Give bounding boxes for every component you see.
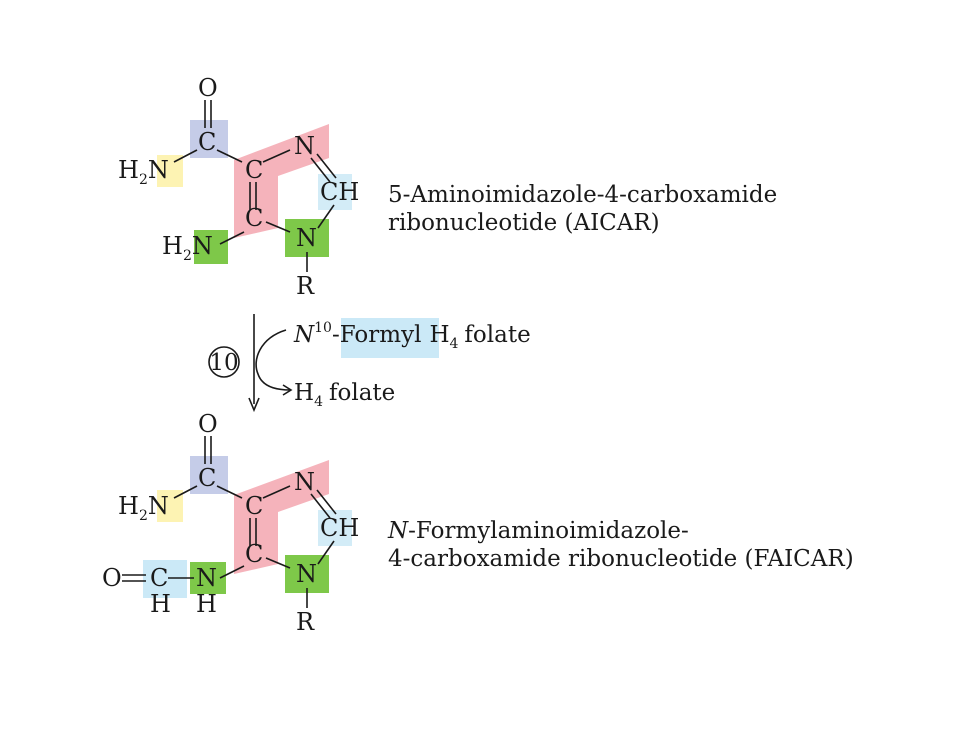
ring-n1: N [296,224,317,252]
ring-n1: N [296,560,317,588]
imidazole-ring-highlight [234,460,329,574]
carbonyl-oxygen: O [198,410,218,438]
ch-highlight [318,510,352,546]
amino-h2n: H2N [162,232,213,264]
amino-n-highlight [194,230,228,264]
formyl-hydrogen: H [150,590,171,618]
imidazole-ring-highlight [234,124,329,238]
aicar-name-line2: ribonucleotide (AICAR) [388,210,660,236]
ch-highlight [318,174,352,210]
ring-c4: C [245,492,263,520]
aicar-structure: O C H2N C N CH C N H2N R [118,74,359,300]
reaction-arrow [248,314,293,413]
ribose-r: R [296,608,315,636]
faicar-structure: O C H2N C N CH C N R O C H N H [102,410,359,636]
formyl-highlight [341,318,439,358]
ring-n3: N [294,468,315,496]
formyl-oxygen: O [102,564,122,592]
ring-n-highlight [285,219,329,257]
step-number-circle [208,346,240,378]
faicar-name-line2: 4-carboxamide ribonucleotide (FAICAR) [388,546,854,572]
formylamino-hydrogen: H [196,590,217,618]
step-number: 10 [209,350,238,376]
ribose-r: R [296,272,315,300]
amide-h2n: H2N [118,156,169,188]
ring-c4: C [245,156,263,184]
ring-n-highlight [285,555,329,593]
carboxamide-carbon: C [198,464,216,492]
formylamino-nitrogen: N [196,564,217,592]
ring-n3: N [294,132,315,160]
carbonyl-oxygen: O [198,74,218,102]
ring-ch: CH [320,514,359,542]
formyl-group-highlight [143,560,187,598]
formyl-carbon: C [150,564,168,592]
ring-c5: C [245,540,263,568]
carboxamide-carbon: C [198,128,216,156]
faicar-name-line1: N-Formylaminoimidazole- [387,518,689,544]
ring-ch: CH [320,178,359,206]
aicar-name-line1: 5-Aminoimidazole-4-carboxamide [388,182,777,208]
amide-h2n: H2N [118,492,169,524]
ring-c5: C [245,204,263,232]
